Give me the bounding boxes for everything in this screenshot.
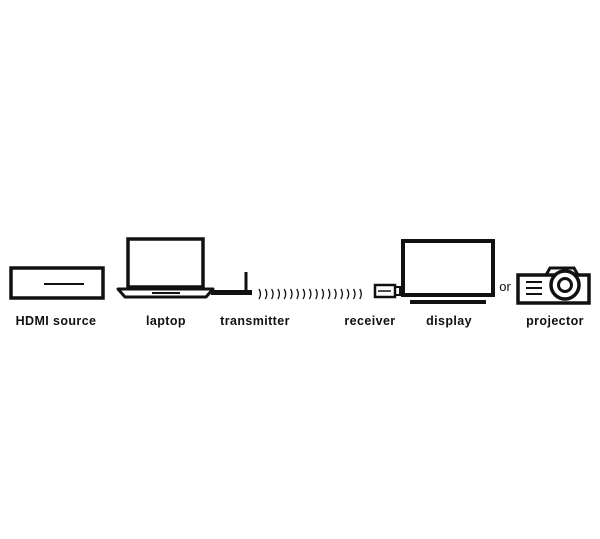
signal-arc <box>346 288 350 300</box>
signal-arc <box>283 288 287 300</box>
label-projector: projector <box>526 314 584 328</box>
signal-arc <box>321 288 325 300</box>
signal-arc <box>289 288 293 300</box>
signal-arc <box>359 288 362 300</box>
label-laptop: laptop <box>146 314 186 328</box>
signal-arc <box>327 288 331 300</box>
receiver-icon <box>373 283 401 299</box>
signal-arc <box>264 288 268 300</box>
signal-arc <box>334 288 337 300</box>
laptop-icon <box>116 237 215 299</box>
signal-arc <box>308 288 312 300</box>
label-receiver: receiver <box>344 314 396 328</box>
signal-arc <box>258 288 262 300</box>
signal-arc <box>302 288 306 300</box>
wireless-signal-icon <box>258 288 362 300</box>
display-icon <box>401 239 495 304</box>
signal-arc <box>271 288 274 300</box>
signal-arc <box>352 288 356 300</box>
hdmi-source-icon <box>9 266 105 300</box>
label-or: or <box>499 279 511 294</box>
label-hdmi-source: HDMI source <box>15 314 97 328</box>
transmitter-icon <box>211 272 252 295</box>
signal-arc <box>277 288 281 300</box>
label-transmitter: transmitter <box>220 314 290 328</box>
signal-arc <box>315 288 318 300</box>
projector-icon <box>516 266 591 305</box>
signal-arc <box>340 288 344 300</box>
signal-arc <box>296 288 299 300</box>
label-display: display <box>426 314 472 328</box>
